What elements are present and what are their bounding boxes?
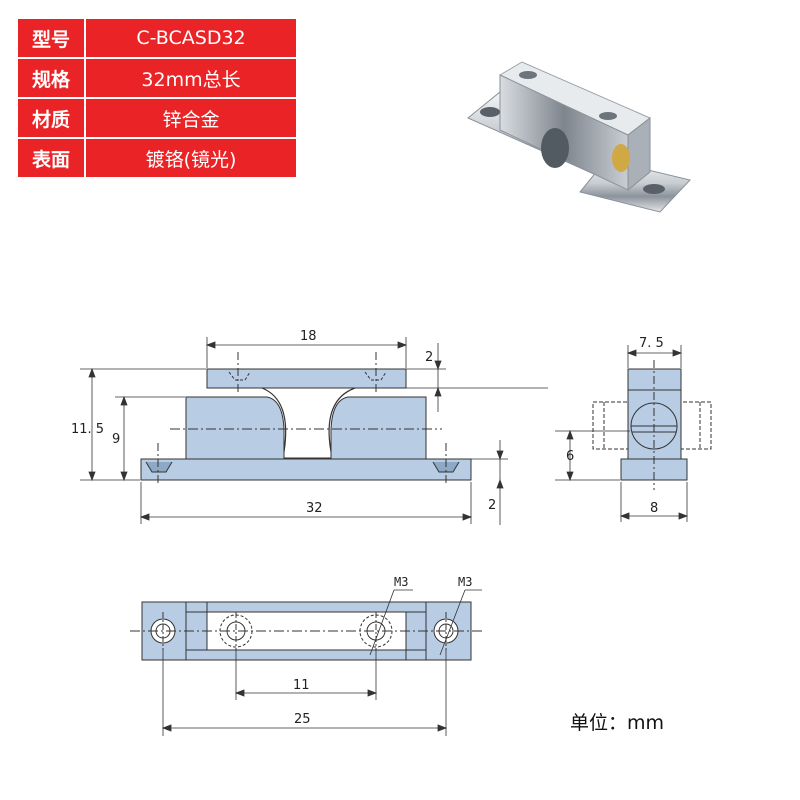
top-dim-labels: M3 M3 (394, 575, 472, 589)
spec-value: 锌合金 (84, 97, 298, 139)
dim-hole-spacing: 11 (293, 678, 310, 693)
base-plate-shape (140, 458, 472, 481)
unit-label: 单位：mm (570, 712, 665, 734)
spec-value: 32mm总长 (84, 57, 298, 99)
dim-total-length: 32 (306, 501, 323, 516)
dim-top-thickness: 2 (425, 350, 433, 365)
front-dim-labels: 18 2 11. 5 9 2 32 (71, 329, 496, 516)
side-dim-labels: 7. 5 6 8 (566, 336, 664, 516)
side-view (592, 360, 712, 490)
product-photo (467, 61, 691, 213)
dim-mount-spacing: 25 (294, 712, 311, 727)
top-view (130, 601, 482, 661)
side-dimensions (555, 345, 689, 522)
spec-key: 规格 (16, 57, 86, 99)
dim-top-width: 18 (300, 329, 317, 344)
top-plate-shape (206, 368, 407, 389)
spec-value: 镀铬(镜光) (84, 137, 298, 179)
front-view (140, 352, 472, 486)
thread-label-left: M3 (394, 575, 408, 589)
spec-key: 材质 (16, 97, 86, 139)
top-dimensions (161, 589, 482, 736)
thread-label-right: M3 (458, 575, 472, 589)
dim-side-top-width: 7. 5 (639, 336, 664, 351)
spec-table: 型号 C-BCASD32 规格 32mm总长 材质 锌合金 表面 镀铬(镜光) (16, 17, 298, 179)
spec-row: 表面 镀铬(镜光) (16, 137, 298, 179)
spec-row: 材质 锌合金 (16, 97, 298, 139)
spec-key: 型号 (16, 17, 86, 59)
spec-row: 规格 32mm总长 (16, 57, 298, 99)
top-dim-values: 11 25 (293, 678, 311, 727)
dim-side-height: 6 (566, 449, 574, 464)
dim-base-thickness: 2 (488, 498, 496, 513)
spec-row: 型号 C-BCASD32 (16, 17, 298, 59)
roller-right (328, 387, 356, 453)
front-dimensions (80, 337, 548, 525)
dim-body-height: 9 (112, 432, 120, 447)
spec-key: 表面 (16, 137, 86, 179)
body-shape (185, 396, 427, 460)
dim-side-base-width: 8 (650, 501, 658, 516)
dim-total-height: 11. 5 (71, 422, 104, 437)
roller-left (261, 387, 287, 453)
spec-value: C-BCASD32 (84, 17, 298, 59)
